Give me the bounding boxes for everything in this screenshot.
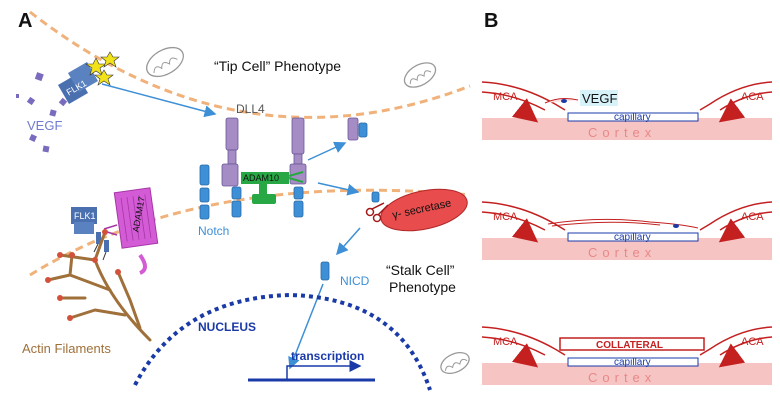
stalk-cell-nucleus [673,224,679,228]
tip-cell-membrane [29,10,471,119]
mitochondrion-3-icon [440,352,470,374]
cortex-label: Cortex [588,125,656,140]
notch-receptor-2 [231,186,242,218]
panel-b-row-1: capillary MCA ACA Cortex VEGF [481,81,773,140]
cortex-band [482,118,772,140]
aca-label: ACA [741,211,764,223]
arrow-to-nicd [336,227,361,256]
mca-vessel-inner [481,91,546,111]
vegf-particles [16,72,68,153]
adam10-enzyme: ADAM10 [241,172,289,204]
dll4-receptor-1 [221,117,239,187]
mca-vessel-inner [481,211,546,231]
collateral-vessel [559,337,705,351]
nucleus-envelope [133,292,432,391]
dll4-label: DLL4 [236,102,265,116]
cortex-band [482,363,772,385]
panel-b-label: B [484,10,498,32]
adam10-scissor-icon [288,171,304,183]
vegf-label: VEGF [27,118,62,133]
capillary-label: capillary [614,357,651,368]
nicd-label: NICD [340,274,370,288]
mca-flow-arrow [511,218,539,243]
panel-a-label: A [18,10,32,32]
cortex-label: Cortex [588,245,656,260]
aca-flow-arrow [718,218,746,243]
aca-label: ACA [741,91,764,103]
vegf-bound-star-icon [85,51,120,86]
mca-label: MCA [493,211,518,223]
panel-a: A VEGF [16,10,471,391]
flk1-left-label: FLK1 [74,211,96,221]
actin-filaments [46,230,152,342]
tip-cell-nucleus [561,99,567,103]
notch-label: Notch [198,224,229,238]
mca-vessel [481,326,566,356]
mca-flow-arrow [511,343,539,368]
cortex-label: Cortex [588,370,656,385]
mca-label: MCA [493,336,518,348]
notch-receptor-3 [293,186,304,218]
flk1-top-receptor: FLK1 [57,51,120,105]
capillary [567,357,699,367]
aca-vessel [699,81,773,111]
adam10-label: ADAM10 [243,173,279,183]
arrow-to-secretase [317,182,360,196]
mitochondrion-2-icon [403,62,437,88]
adam17-enzyme: ADAM17 [113,187,159,275]
aca-flow-arrow [718,98,746,123]
panel-b: B capillary MCA ACA Cortex VEGF [481,10,773,385]
collateral-label: COLLATERAL [596,340,663,351]
notch-cleaved-fragment [371,191,380,203]
sprouting-cells-2 [551,221,661,227]
tip-cell-label: “Tip Cell” Phenotype [214,58,341,74]
mca-vessel [481,201,566,231]
aca-vessel [699,201,773,231]
actin-nodes [45,229,121,321]
stalk-cell-membrane [29,188,471,277]
vegf-highlight [580,90,618,106]
nucleus-label: NUCLEUS [198,320,256,334]
flk1-left-receptor: FLK1 [71,207,109,261]
capillary-label: capillary [614,112,651,123]
nicd-fragment [320,261,330,281]
capillary-label: capillary [614,232,651,243]
stalk-cell-label-line2: Phenotype [389,279,456,295]
aca-flow-arrow [718,343,746,368]
capillary [567,232,699,242]
notch-receptor-1 [199,164,210,220]
aca-vessel [699,326,773,356]
secretase-scissor-icon [365,202,389,223]
mca-vessel [481,81,566,111]
vegf-b-label: VEGF [582,91,617,106]
sprouting-cells [547,218,699,229]
mca-flow-arrow [511,98,539,123]
panel-b-row-3: COLLATERAL capillary MCA ACA Cortex [481,326,773,385]
mitochondrion-1-icon [146,46,184,78]
stalk-cell-label-line1: “Stalk Cell” [386,262,455,278]
gamma-secretase-enzyme: γ- secretase [380,188,468,232]
transcription-label: transcription [291,349,364,363]
transcription-arrow [286,360,362,380]
aca-label: ACA [741,336,764,348]
panel-b-row-2: capillary MCA ACA Cortex [481,201,773,260]
arrow-flk1-to-dll4 [101,83,217,118]
capillary [567,112,699,122]
mca-label: MCA [493,91,518,103]
arrow-to-released-fragment [307,141,347,161]
cortex-band [482,238,772,260]
mca-vessel-inner [481,336,546,356]
dll4-released-fragment [347,117,368,141]
actin-label: Actin Filaments [22,341,111,356]
